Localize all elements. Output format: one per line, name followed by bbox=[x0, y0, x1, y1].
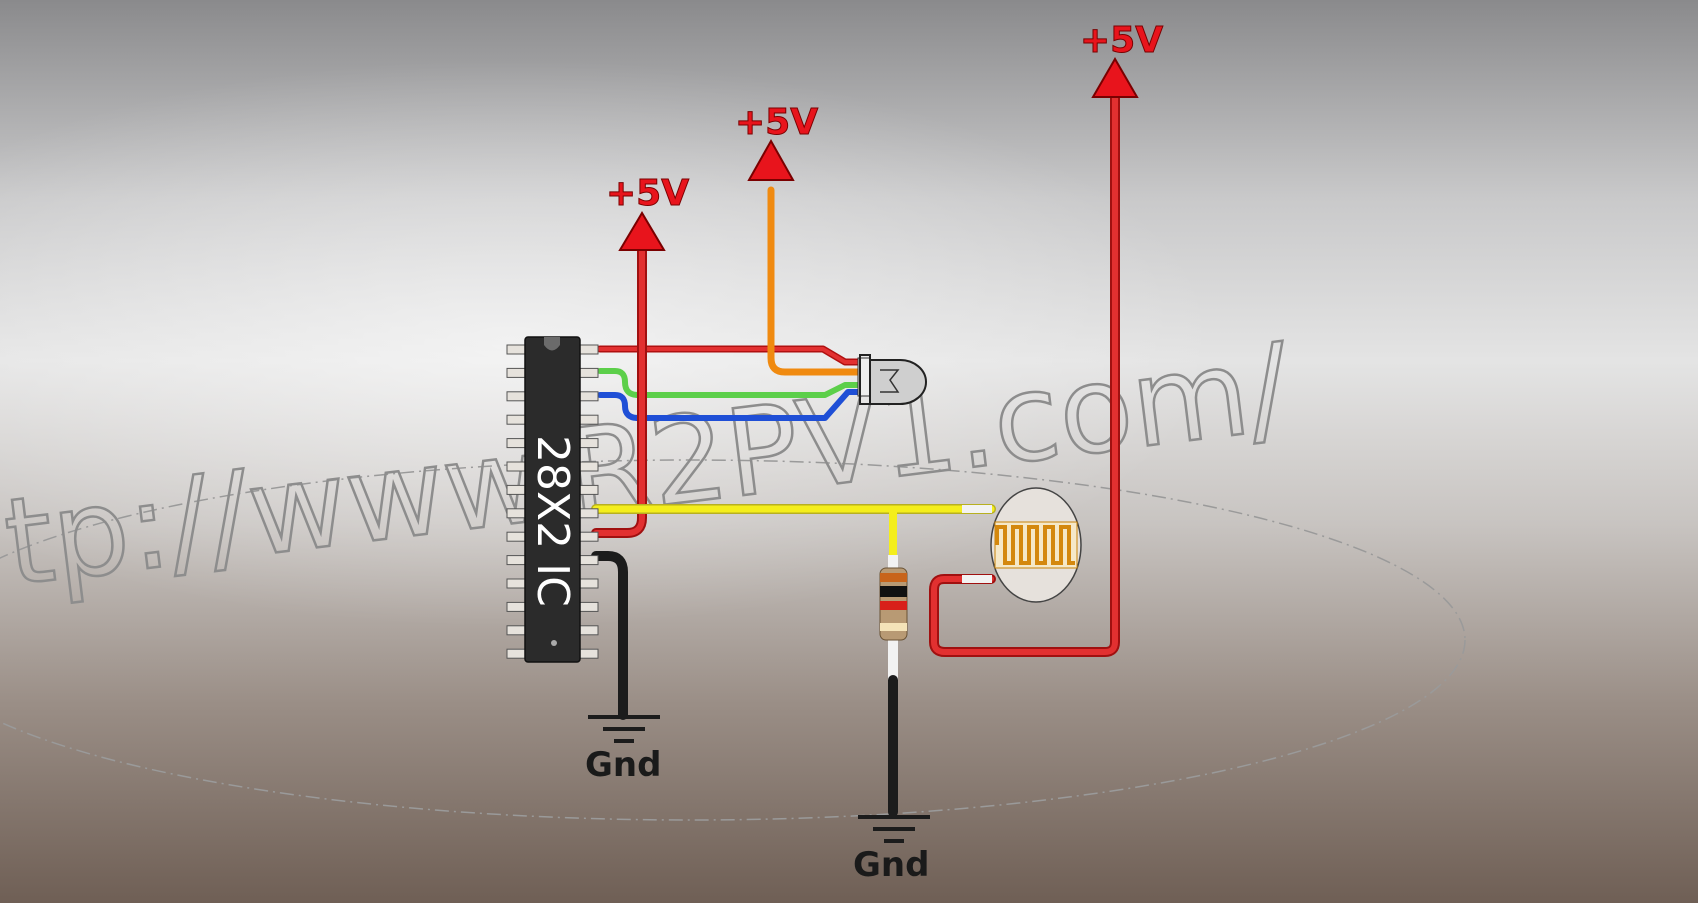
wire-orange bbox=[767, 186, 862, 376]
wire-ground-ic bbox=[591, 551, 628, 720]
ground-plane-outline bbox=[0, 459, 1466, 821]
ic-pin-left-4 bbox=[506, 414, 526, 425]
ic-pins bbox=[506, 344, 599, 659]
ic-pin-right-8 bbox=[579, 508, 599, 519]
ic-pin-right-4 bbox=[579, 414, 599, 425]
ic-pin-right-5 bbox=[579, 438, 599, 449]
ic-pin-left-6 bbox=[506, 461, 526, 472]
ground-symbol-ic: Gnd bbox=[585, 715, 661, 785]
ic-pin-left-2 bbox=[506, 367, 526, 378]
rgb-led bbox=[857, 354, 927, 405]
light-dependent-resistor bbox=[962, 487, 1082, 603]
ic-pin-left-13 bbox=[506, 625, 526, 636]
ic-pin-right-3 bbox=[579, 391, 599, 402]
ic-pin-right-11 bbox=[579, 578, 599, 589]
power-label: +5V bbox=[735, 102, 818, 143]
ic-label: 28X2 IC bbox=[527, 435, 578, 607]
ic-pin-right-1 bbox=[579, 344, 599, 355]
ic-pin-right-6 bbox=[579, 461, 599, 472]
power-label: +5V bbox=[1080, 20, 1163, 61]
ic-pin-right-2 bbox=[579, 367, 599, 378]
ic-pin-left-3 bbox=[506, 391, 526, 402]
power-symbol-ic: +5V bbox=[606, 173, 690, 251]
ic-pin-right-12 bbox=[579, 601, 599, 612]
ic-pin-left-14 bbox=[506, 648, 526, 659]
ic-pin-right-13 bbox=[579, 625, 599, 636]
ic-pin-left-1 bbox=[506, 344, 526, 355]
ic-pin-left-10 bbox=[506, 555, 526, 566]
ic-pin-left-12 bbox=[506, 601, 526, 612]
ic-pin-left-5 bbox=[506, 438, 526, 449]
ic-pin-right-14 bbox=[579, 648, 599, 659]
ic-pin-right-10 bbox=[579, 555, 599, 566]
ground-symbol-resistor: Gnd bbox=[853, 815, 930, 885]
ic-pin-left-7 bbox=[506, 484, 526, 495]
resistor bbox=[879, 555, 908, 641]
ground-label: Gnd bbox=[585, 745, 661, 785]
ic-pin-right-7 bbox=[579, 484, 599, 495]
ic-pin-left-9 bbox=[506, 531, 526, 542]
power-symbol-led: +5V bbox=[735, 102, 819, 181]
ic-pin-left-11 bbox=[506, 578, 526, 589]
power-symbol-ldr: +5V bbox=[1080, 20, 1164, 98]
watermark-text: tp://www.R2PV1.com/ bbox=[0, 318, 1297, 613]
ic-chip: 28X2 IC bbox=[524, 336, 581, 663]
power-label: +5V bbox=[606, 173, 689, 214]
ic-pin-right-9 bbox=[579, 531, 599, 542]
ic-pin-left-8 bbox=[506, 508, 526, 519]
ground-label: Gnd bbox=[853, 845, 929, 885]
